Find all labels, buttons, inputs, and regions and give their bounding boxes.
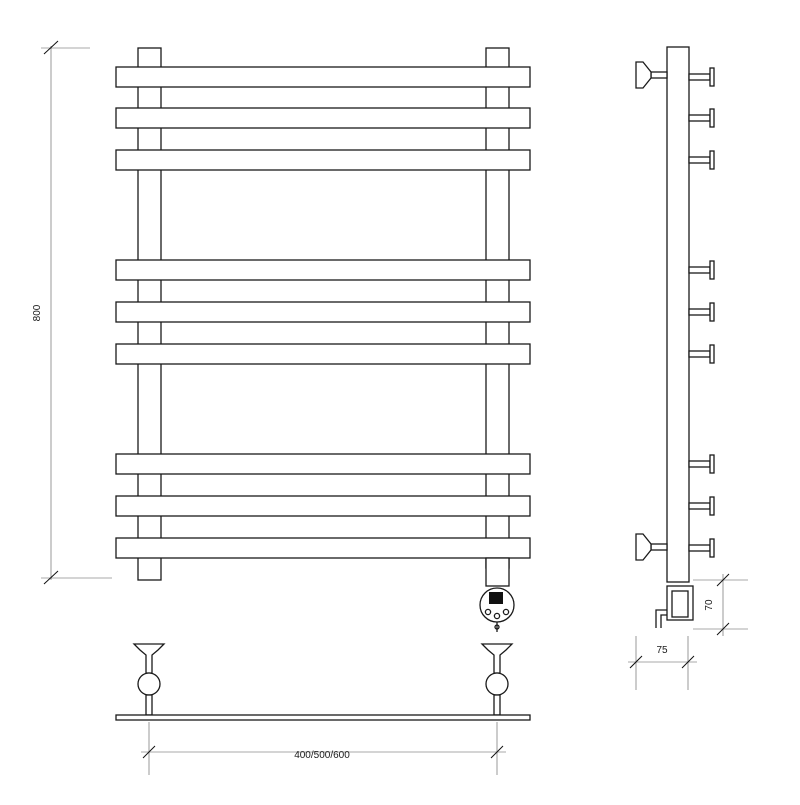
- thermostat-display: [489, 592, 503, 604]
- rail-peg: [688, 150, 715, 170]
- side-heater-box: [655, 585, 694, 628]
- towel-bar: [115, 149, 531, 171]
- towel-bar: [115, 453, 531, 475]
- heater-thermostat: [479, 557, 515, 632]
- top-bracket-left: [132, 643, 166, 716]
- rail-peg: [688, 496, 715, 516]
- side-vertical-post: [666, 46, 690, 583]
- height-dimension: 800: [32, 40, 112, 585]
- side-view: 70 75: [628, 46, 748, 690]
- height-dimension-label: 800: [32, 304, 43, 321]
- width-dimension: 400/500/600: [141, 722, 506, 775]
- depth-dimension: 75: [628, 636, 697, 690]
- wall-bracket-lower: [635, 533, 668, 561]
- rail-pegs: [688, 67, 715, 558]
- rail-peg: [688, 302, 715, 322]
- depth-dimension-label: 75: [656, 645, 668, 656]
- rail-peg: [688, 260, 715, 280]
- heater-height-label: 70: [704, 599, 715, 611]
- top-bracket-right: [480, 643, 514, 716]
- top-view: 400/500/600: [115, 643, 531, 775]
- wall-bracket-upper: [635, 61, 668, 89]
- rail-peg: [688, 108, 715, 128]
- towel-bars: [115, 66, 531, 559]
- rail-peg: [688, 67, 715, 87]
- front-view: 800: [32, 40, 531, 632]
- top-bar: [115, 714, 531, 721]
- rail-peg: [688, 454, 715, 474]
- heater-height-dimension: 70: [693, 573, 748, 636]
- towel-bar: [115, 107, 531, 129]
- rail-peg: [688, 344, 715, 364]
- towel-bar: [115, 301, 531, 323]
- towel-bar: [115, 495, 531, 517]
- width-dimension-label: 400/500/600: [294, 750, 350, 761]
- towel-bar: [115, 343, 531, 365]
- rail-peg: [688, 538, 715, 558]
- towel-bar: [115, 259, 531, 281]
- towel-bar: [115, 66, 531, 88]
- towel-bar: [115, 537, 531, 559]
